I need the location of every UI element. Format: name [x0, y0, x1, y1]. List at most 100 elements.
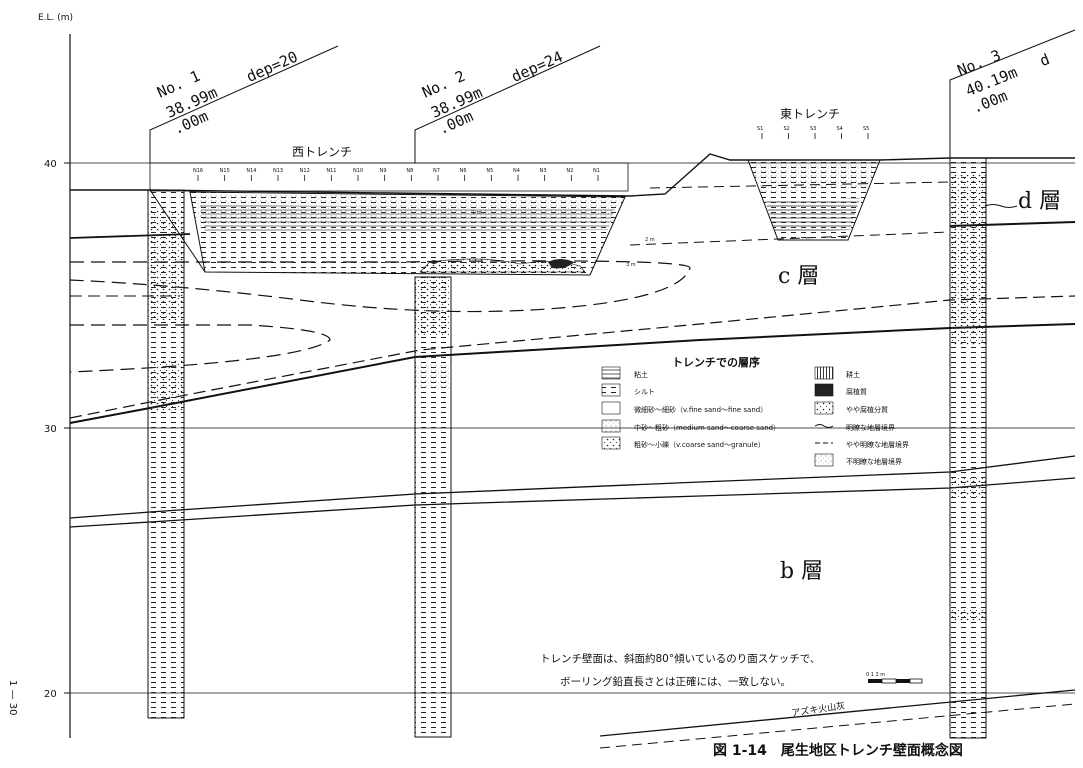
borehole-no1: No. 1 38.99m dep=20 .00m	[147, 45, 339, 719]
west-trench-marker-label: N7	[433, 168, 440, 174]
boundary-dashed-lens-2	[69, 324, 331, 373]
page-number: 1 — 30	[7, 680, 18, 715]
depth-mark-3m: 3 m	[626, 262, 636, 268]
borehole-no2-depth: dep=24	[509, 47, 566, 85]
west-trench-top-box	[149, 162, 629, 192]
west-trench-marker-label: N11	[326, 168, 336, 174]
borehole-no1-labels: No. 1 38.99m dep=20 .00m	[154, 47, 301, 138]
trench-note: トレンチ壁面は、斜面約80°傾いているのり面スケッチで、 ボーリング鉛直長さとは…	[540, 652, 820, 688]
west-trench-marker-label: N8	[406, 168, 413, 174]
east-trench-marker-label: S4	[837, 126, 843, 132]
axis-tick-label-30: 30	[44, 424, 57, 435]
legend-right-item: やや腐植分質	[846, 405, 888, 414]
legend-swatch-medium-sand	[601, 419, 621, 433]
note-line-1: トレンチ壁面は、斜面約80°傾いているのり面スケッチで、	[540, 652, 820, 665]
east-trench-marker-label: S2	[784, 126, 790, 132]
axis-tick-label-20: 20	[44, 689, 57, 700]
axis-tick-label-40: 40	[44, 159, 57, 170]
b-layer-lower-line	[69, 477, 1076, 528]
west-trench-marker-label: N15	[220, 168, 230, 174]
legend-left-item: 粗砂〜小礫（v.coarse sand〜granule）	[634, 440, 765, 449]
borehole-no3-header-frame	[949, 29, 1076, 158]
west-trench-marker-label: N5	[486, 168, 493, 174]
legend-title: トレンチでの層序	[672, 355, 760, 369]
elevation-axis: E.L. (m) 40 30 20	[38, 13, 73, 738]
east-trench-title: 東トレンチ	[780, 107, 840, 121]
west-trench-marker-label: N1	[593, 168, 600, 174]
borehole-no2-labels: No. 2 38.99m dep=24 .00m	[419, 47, 566, 138]
legend-swatch-fine-sand	[601, 401, 621, 415]
legend-swatch-topsoil	[814, 366, 834, 380]
layer-label-d: d 層	[1018, 189, 1061, 214]
depth-mark-2m: 2 m	[645, 237, 655, 243]
scale-bar: 0 1 2 m	[866, 672, 923, 684]
east-trench-marker-label: S1	[757, 126, 763, 132]
legend-swatch-unclear-boundary	[814, 453, 834, 467]
ground-line	[70, 153, 1075, 197]
west-trench-marker-label: N3	[540, 168, 547, 174]
borehole-no1-header-frame	[149, 45, 339, 163]
east-trench-marker-label: S3	[810, 126, 816, 132]
tephra-label: アズキ火山灰	[791, 700, 846, 719]
west-trench-marker-label: N6	[460, 168, 467, 174]
scale-bar-seg-2	[881, 678, 897, 684]
borehole-no2-header-frame	[414, 45, 601, 163]
note-line-2: ボーリング鉛直長さとは正確には、一致しない。	[560, 675, 791, 688]
borehole-no3: No. 3 40.19m d .00m	[949, 29, 1076, 739]
legend-right-item: やや明瞭な地層境界	[846, 440, 909, 449]
borehole-no3-depth: d	[1037, 50, 1052, 70]
legend-swatch-clay	[601, 366, 621, 380]
west-trench-marker-label: N2	[566, 168, 573, 174]
legend-right-item: 腐植質	[846, 387, 867, 396]
scale-bar-label: 0 1 2 m	[866, 672, 885, 678]
borehole-no2: No. 2 38.99m dep=24 .00m	[414, 45, 601, 738]
east-trench: 東トレンチ S1 S2 S3 S4 S5	[747, 107, 1018, 241]
legend-left: 粘土 シルト 微細砂〜細砂（v.fine sand〜fine sand） 中砂〜…	[601, 366, 780, 450]
legend-right-item: 明瞭な地層境界	[846, 423, 895, 432]
borehole-no3-sand	[950, 175, 986, 345]
legend-right: 耕土 腐植質 やや腐植分質 明瞭な地層境界 やや明瞭な地層境界 不明瞭な地層境界	[814, 366, 909, 467]
borehole-no1-sand-2	[148, 360, 184, 410]
scale-bar-seg-1	[868, 679, 882, 683]
legend-right-item: 耕土	[846, 370, 860, 379]
boundary-c-b-dashed	[69, 295, 1076, 419]
borehole-no2-gravel	[415, 365, 451, 389]
legend-clear-boundary	[814, 424, 834, 428]
figure-caption: 図 1-14 尾生地区トレンチ壁面概念図	[713, 742, 963, 759]
legend-right-item: 不明瞭な地層境界	[846, 457, 902, 466]
borehole-no1-depth: dep=20	[244, 47, 301, 85]
west-trench-marker-label: N10	[353, 168, 363, 174]
legend-left-item: 中砂〜粗砂（medium sand〜coarse sand）	[634, 423, 780, 432]
borehole-no3-sand-3	[950, 608, 986, 620]
east-trench-wavy-d	[984, 204, 1018, 208]
axis-unit-label: E.L. (m)	[38, 13, 73, 23]
tephra-line-1	[599, 689, 1076, 737]
layer-labels: d 層 c 層 b 層	[778, 189, 1061, 584]
legend-swatch-slightly-humic	[814, 401, 834, 415]
layer-label-c: c 層	[778, 264, 819, 289]
west-trench-peat-blob-2	[430, 260, 438, 264]
east-trench-lines	[765, 198, 860, 232]
west-trench-marker-label: N14	[246, 168, 256, 174]
west-trench-marker-label: N9	[380, 168, 387, 174]
legend-swatch-humic	[814, 383, 834, 397]
depth-marks: 1 m 2 m 3 m	[472, 210, 655, 268]
depth-mark-1m: 1 m	[472, 210, 482, 216]
legend-left-item: 粘土	[634, 370, 648, 379]
legend-swatch-silt	[601, 383, 621, 397]
scale-bar-seg-4	[909, 678, 923, 684]
west-trench-fill-lines	[200, 205, 615, 232]
borehole-no3-sand-2	[950, 478, 986, 498]
east-trench-marker-label: S5	[863, 126, 869, 132]
west-trench-marker-label: N4	[513, 168, 520, 174]
layer-label-b: b 層	[780, 559, 823, 584]
b-layer-upper-line	[69, 455, 1076, 519]
west-trench-marker-label: N12	[300, 168, 310, 174]
west-trench-peat-blob	[548, 259, 574, 269]
west-trench-title: 西トレンチ	[292, 145, 352, 159]
legend-left-item: シルト	[634, 388, 655, 396]
legend-swatch-coarse-sand	[601, 436, 621, 450]
legend: トレンチでの層序 粘土 シルト 微細砂〜細砂（v.fine sand〜fine …	[601, 355, 909, 467]
